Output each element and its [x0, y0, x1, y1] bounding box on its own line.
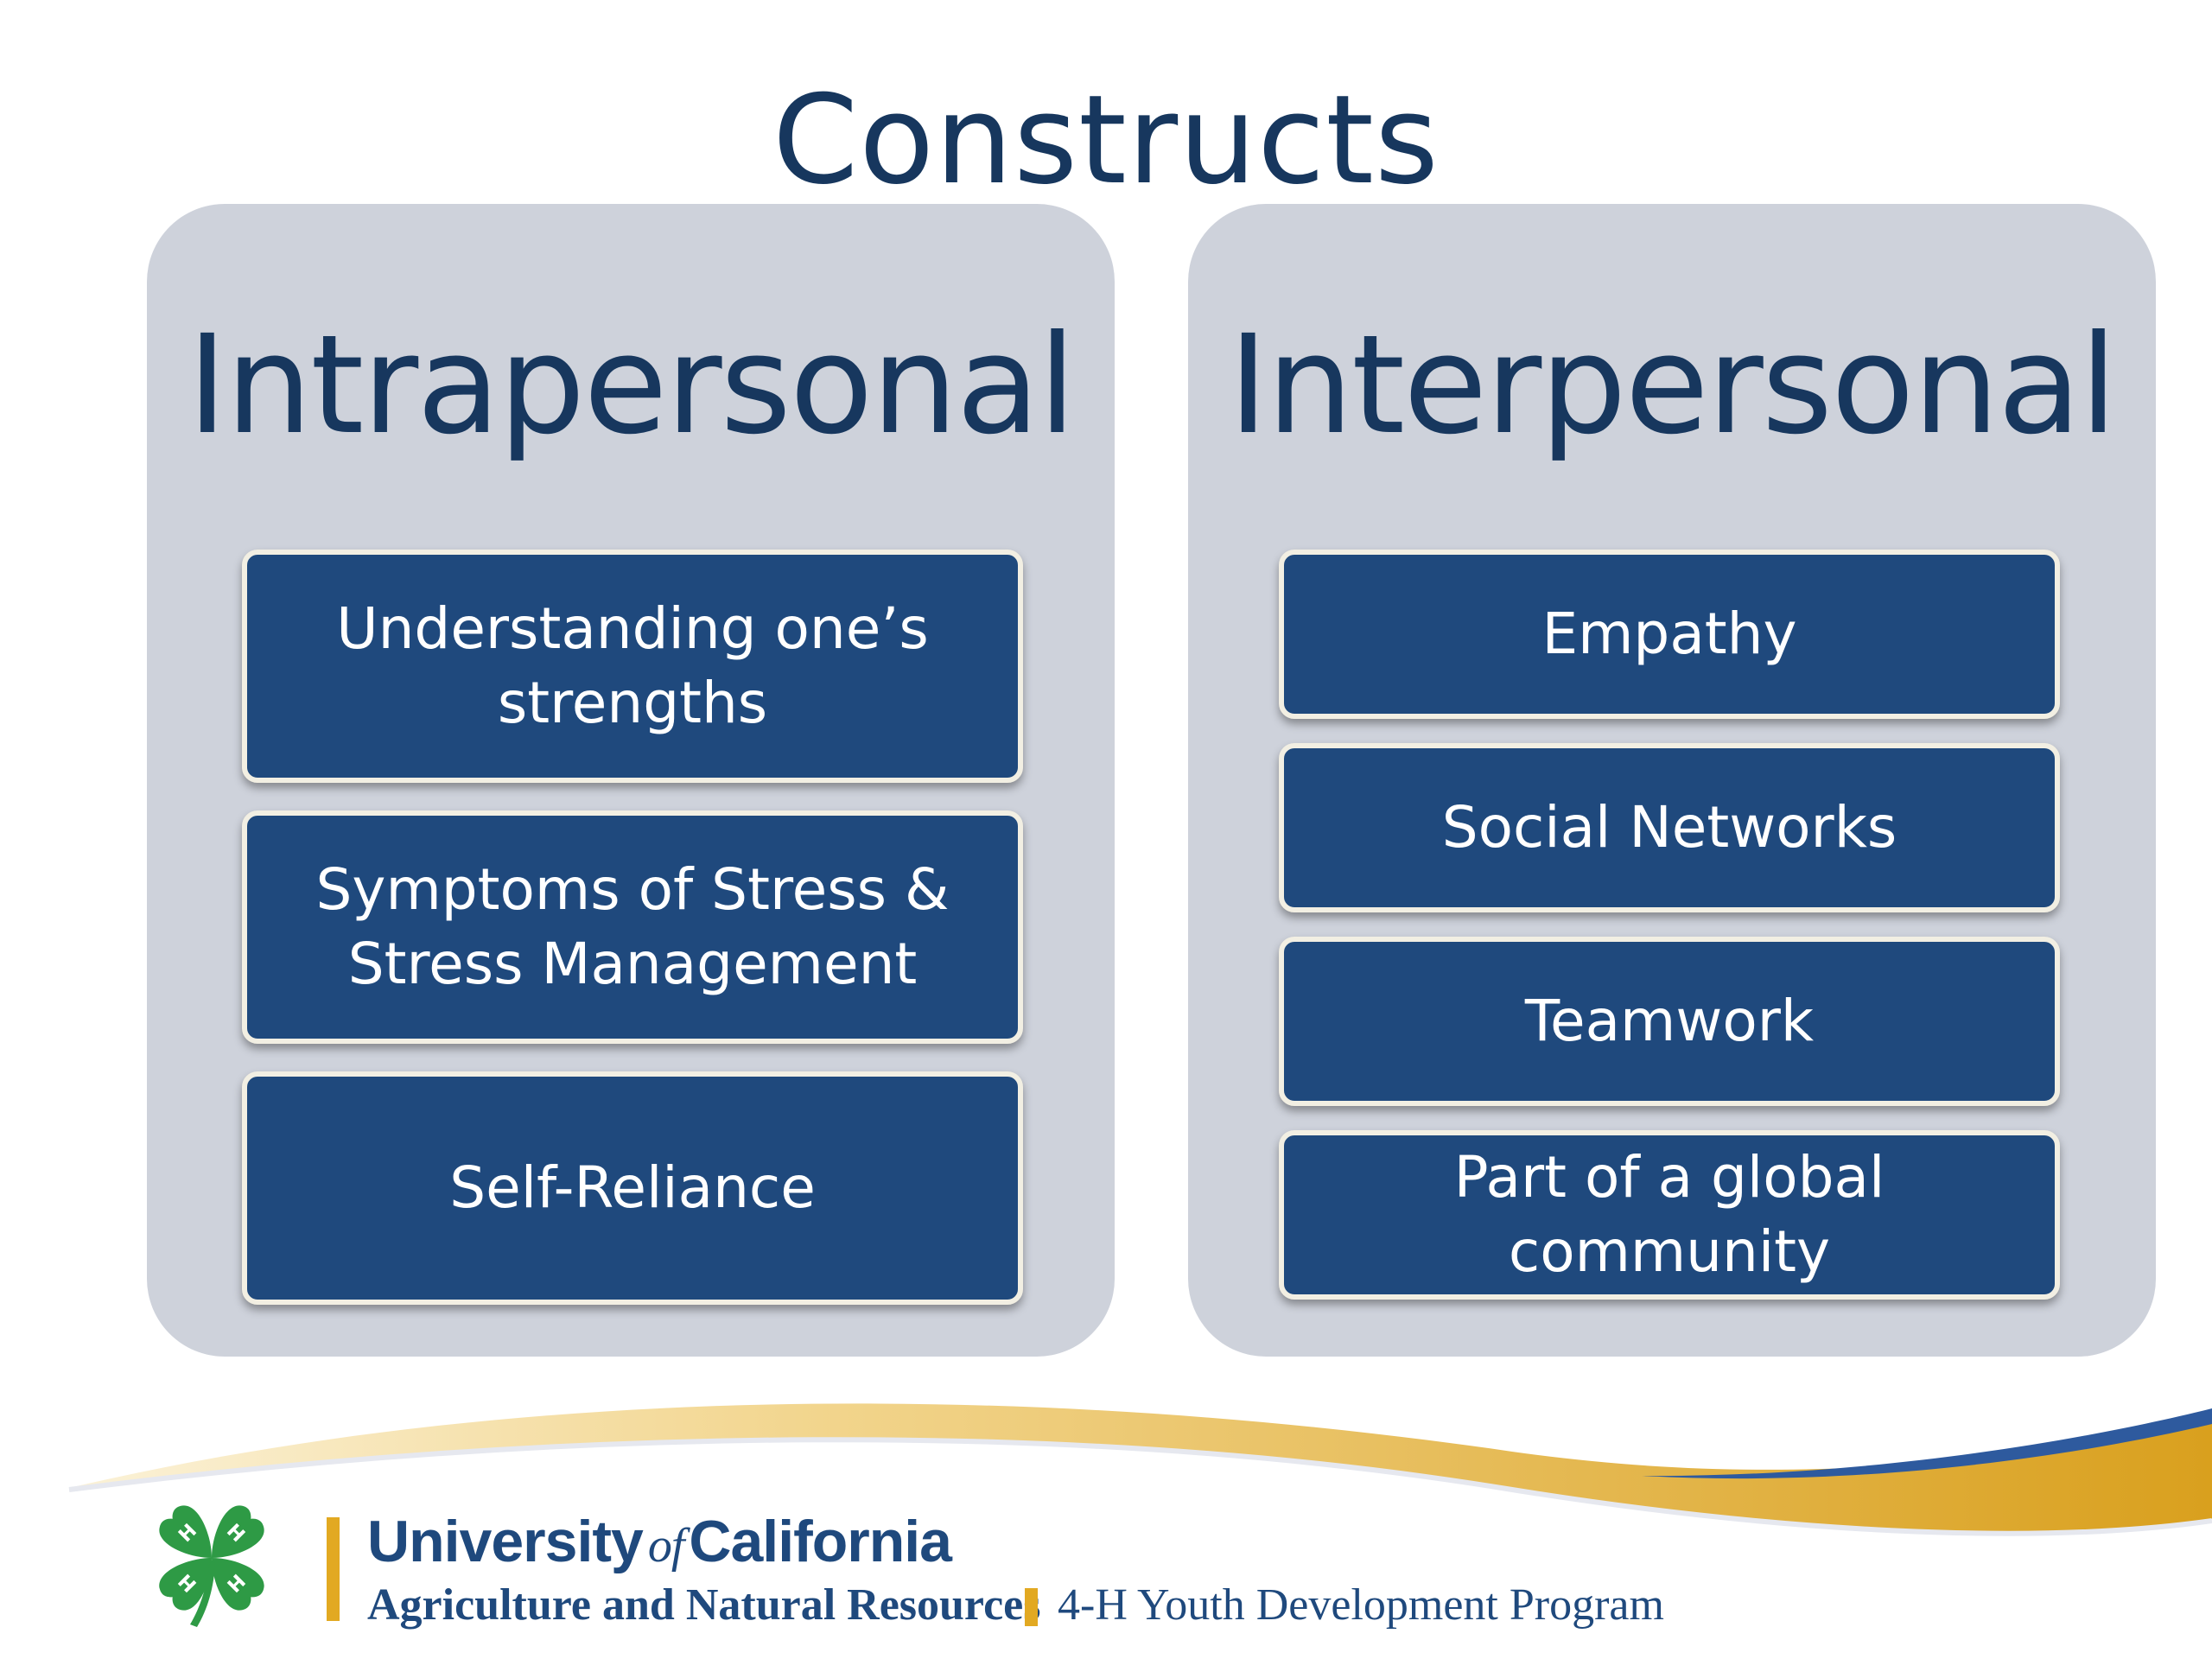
construct-box-self-reliance: Self-Reliance	[242, 1071, 1023, 1305]
interpersonal-heading: Interpersonal	[1228, 306, 2117, 465]
decorative-swoosh	[68, 1403, 2212, 1536]
construct-box-stress-management: Symptoms of Stress & Stress Management	[242, 810, 1023, 1044]
slide-title: Constructs	[772, 69, 1440, 212]
university-prefix: University	[367, 1509, 644, 1574]
interpersonal-panel: Interpersonal Empathy Social Networks Te…	[1188, 204, 2156, 1357]
construct-box-global-community: Part of a global community	[1279, 1130, 2060, 1300]
construct-box-understanding-strengths: Understanding one’s strengths	[242, 550, 1023, 783]
university-suffix: California	[689, 1509, 952, 1574]
intrapersonal-panel: Intrapersonal Understanding one’s streng…	[147, 204, 1115, 1357]
program-name: 4-H Youth Development Program	[1058, 1580, 1664, 1630]
university-of: of	[647, 1519, 685, 1573]
division-name: Agriculture and Natural Resources	[367, 1580, 1041, 1630]
footer-divider-bar	[327, 1517, 340, 1621]
intrapersonal-heading: Intrapersonal	[187, 306, 1077, 465]
four-h-clover-icon: H H H H	[159, 1505, 264, 1627]
construct-box-teamwork: Teamwork	[1279, 937, 2060, 1106]
construct-box-social-networks: Social Networks	[1279, 743, 2060, 912]
construct-box-empathy: Empathy	[1279, 550, 2060, 719]
program-divider-bar	[1025, 1588, 1038, 1626]
